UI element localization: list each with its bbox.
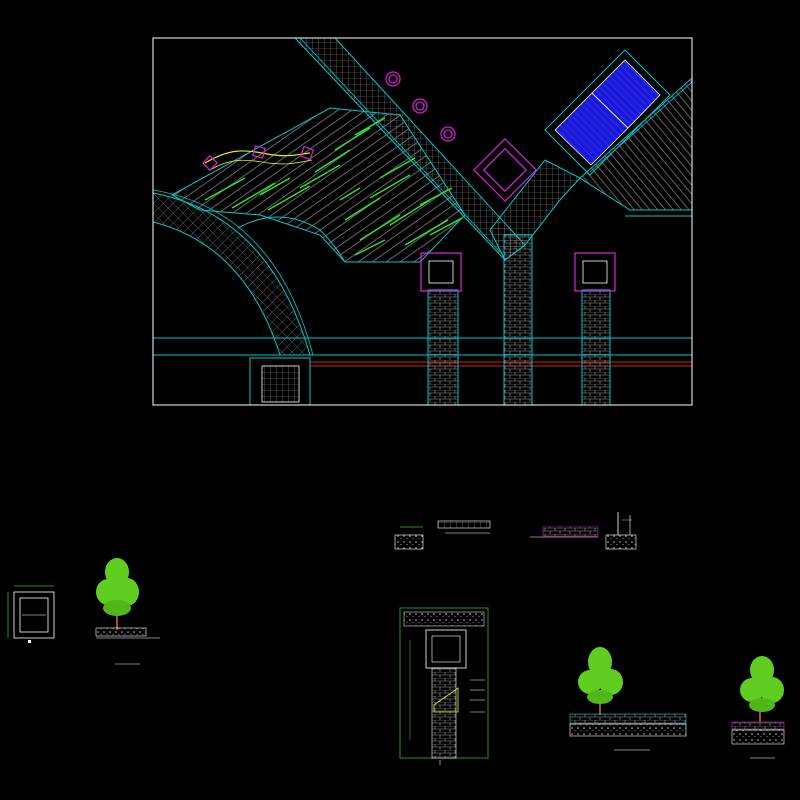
- tree-pits: [385, 71, 456, 142]
- section-icon: [394, 520, 491, 550]
- tree-icon: [95, 558, 160, 665]
- planter-plan-icon: [7, 585, 55, 643]
- wall-section-icon: [605, 512, 637, 550]
- right-deck: [579, 77, 692, 211]
- tree-section-right: [731, 656, 785, 759]
- walkway-planter: [472, 137, 538, 203]
- column-left: [420, 252, 462, 405]
- planting-marks: [204, 117, 463, 256]
- plan-frame: [152, 37, 693, 406]
- elevation-icon: [530, 526, 599, 538]
- bottom-paving-block: [249, 357, 311, 405]
- path-lights: [202, 145, 315, 171]
- tree-section-mid: [569, 647, 687, 751]
- road-lines: [153, 337, 692, 367]
- main-plan: [153, 38, 692, 405]
- water-feature: [544, 49, 671, 176]
- column-section-detail: [399, 607, 489, 765]
- column-right: [574, 252, 616, 405]
- column-middle: [503, 234, 533, 405]
- curved-path-line: [204, 150, 311, 164]
